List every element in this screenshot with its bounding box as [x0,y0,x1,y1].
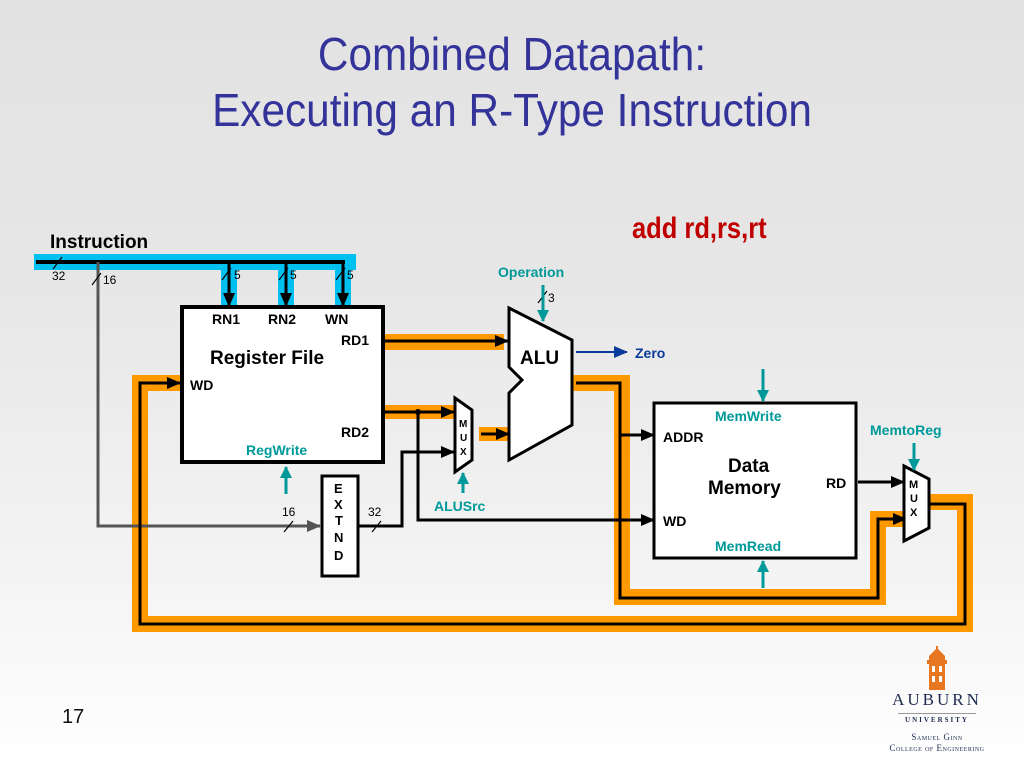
bus-width-operation: 3 [548,291,555,305]
bus-width-wn: 5 [347,268,354,282]
port-addr: ADDR [663,429,703,445]
data-memory: MemWrite ADDR Data Memory RD WD MemRead [652,401,858,560]
port-rn1: RN1 [212,311,240,327]
title-line-1: Combined Datapath: [317,28,707,80]
port-wd: WD [190,377,213,393]
data-memory-label-2: Memory [708,478,781,499]
operation-label: Operation [498,264,564,280]
port-wn: WN [325,311,348,327]
port-rn2: RN2 [268,311,296,327]
port-rd: RD [826,475,846,491]
register-file-label: Register File [210,348,324,369]
rd2-to-memory-wd-wire [416,412,655,526]
logo-divider [898,713,976,714]
data-memory-label-1: Data [728,456,770,477]
svg-text:E: E [334,481,343,496]
bus-width-extend-in: 16 [282,505,296,519]
instruction-bus [36,260,349,532]
writeback-wire [138,377,967,626]
memtoreg-mux: M U X [902,463,931,544]
svg-text:T: T [335,513,343,528]
logo-college-line-2: College of Engineering [889,743,985,753]
bus-width-instruction: 32 [52,269,66,283]
bus-width-rn1: 5 [234,268,241,282]
svg-text:X: X [334,497,343,512]
bus-width-immediate: 16 [103,273,117,287]
extend-to-mux-wire [358,446,455,528]
alu-label: ALU [520,348,559,369]
memtoreg-label: MemtoReg [870,422,942,438]
tower-icon [927,646,947,690]
bus-width-extend-out: 32 [368,505,382,519]
instruction-example: add rd,rs,rt [632,212,767,245]
page-number: 17 [62,706,85,728]
memwrite-label: MemWrite [715,408,782,424]
auburn-logo: AUBURN UNIVERSITY Samuel Ginn College of… [862,646,1012,756]
slide-title: Combined Datapath: Executing an R-Type I… [41,26,983,138]
memread-label: MemRead [715,538,781,554]
logo-college-line-1: Samuel Ginn [911,732,963,742]
logo-name: AUBURN [892,690,982,709]
port-memory-wd: WD [663,513,686,529]
svg-text:M: M [459,419,467,430]
port-rd1: RD1 [341,332,369,348]
port-rd2: RD2 [341,424,369,440]
sign-extend-unit: E X T N D [320,474,360,578]
alusrc-mux: M U X [453,395,474,475]
svg-text:X: X [460,447,467,458]
svg-text:U: U [910,493,918,505]
instruction-label: Instruction [50,232,148,253]
register-file: RN1 RN2 WN RD1 Register File WD RD2 RegW… [180,305,385,464]
zero-label: Zero [635,345,665,361]
title-line-2: Executing an R-Type Instruction [212,84,812,136]
svg-text:M: M [909,479,918,491]
alu: ALU [507,305,574,463]
bus-width-rn2: 5 [290,268,297,282]
svg-text:U: U [460,433,467,444]
svg-text:X: X [910,507,918,519]
logo-sub: UNIVERSITY [905,716,969,724]
regwrite-label: RegWrite [246,442,307,458]
svg-text:D: D [334,548,343,563]
alusrc-label: ALUSrc [434,498,486,514]
svg-text:N: N [334,530,343,545]
